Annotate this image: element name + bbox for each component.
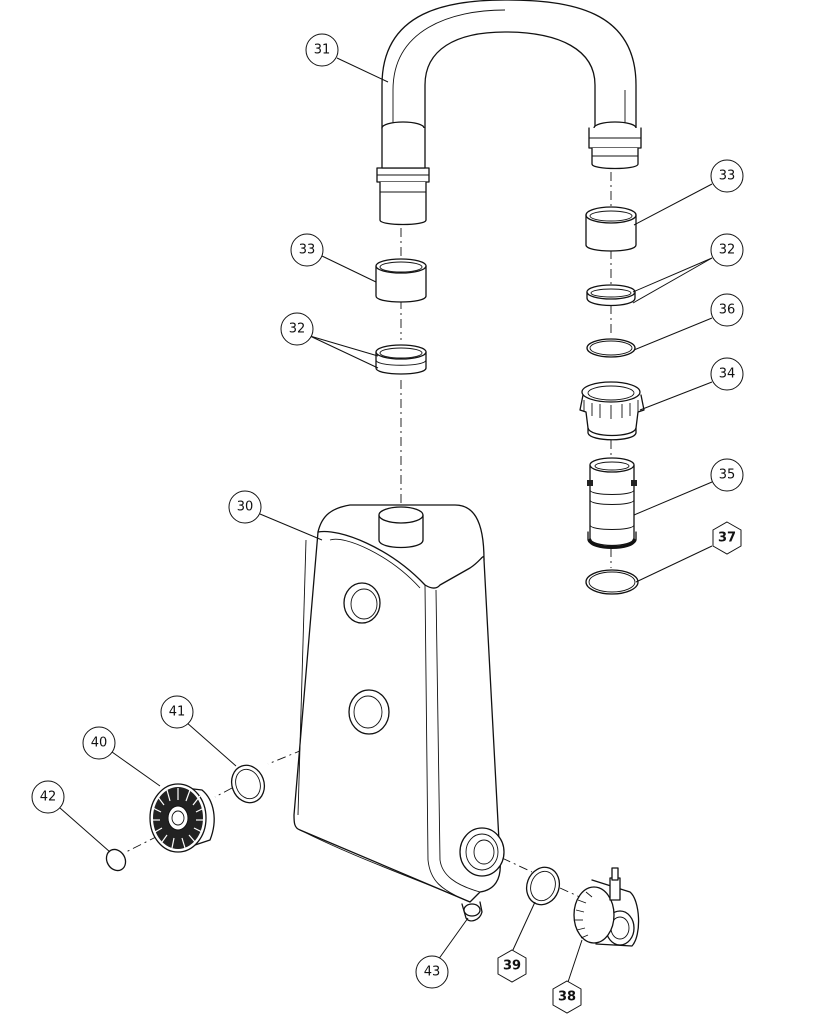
part-35-cartridge (587, 457, 637, 549)
callout-39-label: 39 (503, 959, 521, 974)
callout-36: 36 (710, 293, 744, 327)
callout-42: 42 (31, 780, 65, 814)
callout-33-left: 33 (290, 233, 324, 267)
callout-39: 39 (497, 949, 527, 983)
part-41-washer (230, 764, 266, 804)
callout-43-label: 43 (424, 965, 441, 980)
part-33-sleeve-right (585, 206, 637, 252)
callout-35: 35 (710, 458, 744, 492)
callout-40: 40 (82, 726, 116, 760)
part-34-nut (579, 381, 645, 441)
callout-40-label: 40 (91, 736, 108, 751)
callout-32-right: 32 (710, 233, 744, 267)
callout-36-label: 36 (719, 303, 736, 318)
part-38-valve (573, 867, 640, 947)
callout-41: 41 (160, 695, 194, 729)
part-31-spout (376, 0, 642, 226)
callout-33-right-label: 33 (719, 169, 736, 184)
part-30-body (293, 504, 505, 903)
part-40-knob (149, 783, 215, 853)
callout-35-label: 35 (719, 468, 736, 483)
center-lines (125, 172, 612, 899)
callout-32-left-label: 32 (289, 322, 306, 337)
callout-43: 43 (415, 955, 449, 989)
callout-33-right: 33 (710, 159, 744, 193)
part-33-sleeve-left (375, 258, 427, 303)
part-37-o-ring (585, 569, 639, 595)
part-42-cap (105, 848, 127, 872)
part-32-rings-right (586, 284, 636, 307)
callout-34: 34 (710, 357, 744, 391)
callout-32-left: 32 (280, 312, 314, 346)
part-43-plug (461, 901, 483, 922)
callout-37: 37 (712, 521, 742, 555)
callout-31: 31 (305, 33, 339, 67)
callout-31-label: 31 (314, 43, 331, 58)
callout-30-label: 30 (237, 500, 254, 515)
callout-42-label: 42 (40, 790, 57, 805)
callout-38-label: 38 (558, 990, 576, 1005)
callout-30: 30 (228, 490, 262, 524)
part-39-o-ring (525, 866, 561, 906)
callout-41-label: 41 (169, 705, 186, 720)
callout-38: 38 (552, 980, 582, 1014)
leader-lines (59, 57, 713, 983)
part-36-snap-ring (586, 338, 636, 358)
part-32-rings-left (375, 344, 427, 375)
callout-32-right-label: 32 (719, 243, 736, 258)
callout-34-label: 34 (719, 367, 736, 382)
callout-37-label: 37 (718, 531, 736, 546)
callout-33-left-label: 33 (299, 243, 316, 258)
